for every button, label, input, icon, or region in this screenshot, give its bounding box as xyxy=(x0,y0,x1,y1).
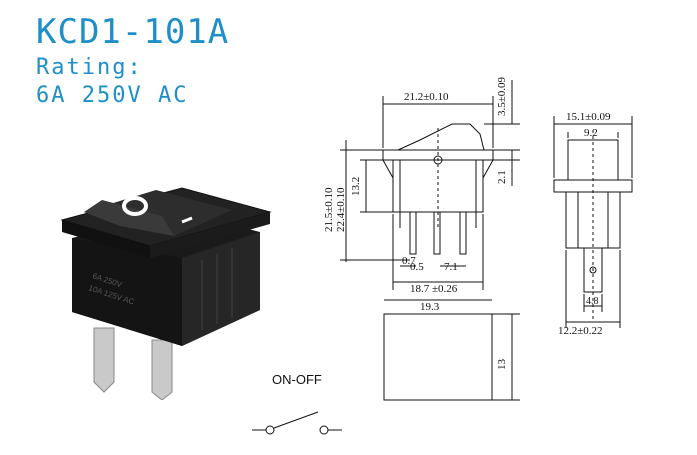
dim-flange-height: 2.1 xyxy=(496,170,508,184)
front-rocker xyxy=(397,123,485,151)
schematic-switch-blade xyxy=(273,411,319,429)
dim-front-width-top: 21.2±0.10 xyxy=(404,91,449,103)
dim-side-flange-width: 15.1±0.09 xyxy=(566,111,611,123)
dim-side-body-width: 12.2±0.22 xyxy=(558,325,603,337)
front-terminal-3 xyxy=(459,211,467,255)
dim-terminal-thickness-a: 0.7 xyxy=(402,255,416,267)
dim-side-terminal-width: 4.8 xyxy=(586,296,599,307)
dim-overall-height-b: 22.4±0.10 xyxy=(335,187,347,232)
dim-overall-height-a: 21.5±0.10 xyxy=(323,187,335,232)
terminal-left xyxy=(93,327,115,393)
schematic-label: ON-OFF xyxy=(272,372,322,387)
side-terminal xyxy=(583,247,603,293)
schematic-contact-right xyxy=(319,425,329,435)
dim-cutout-height: 13 xyxy=(496,359,508,371)
switch-photo: 6A 250V 10A 125V AC xyxy=(60,187,272,400)
schematic-contact-left xyxy=(265,425,275,435)
switch-mark-on xyxy=(122,196,148,216)
dim-rocker-height: 3.5±0.09 xyxy=(496,76,508,116)
switch-mark-off xyxy=(181,216,193,224)
dim-side-rocker-width: 9.2 xyxy=(584,127,598,139)
front-terminal-1 xyxy=(409,211,417,255)
title-block: KCD1-101A Rating: 6A 250V AC xyxy=(36,10,229,110)
dim-front-body-width: 18.7 ±0.26 xyxy=(410,283,458,295)
front-body xyxy=(392,159,484,213)
dim-terminal-thickness-b: 0.5 xyxy=(410,261,424,273)
model-title: KCD1-101A xyxy=(36,12,230,52)
panel-cutout xyxy=(383,313,493,401)
dim-terminal-pitch: 7.1 xyxy=(444,261,458,273)
rating-value: 6A 250V AC xyxy=(36,83,189,108)
front-terminal-2 xyxy=(433,211,441,255)
dim-body-height: 13.2 xyxy=(350,177,362,196)
rating-label: Rating: xyxy=(36,55,143,80)
dim-cutout-width: 19.3 xyxy=(420,301,440,313)
